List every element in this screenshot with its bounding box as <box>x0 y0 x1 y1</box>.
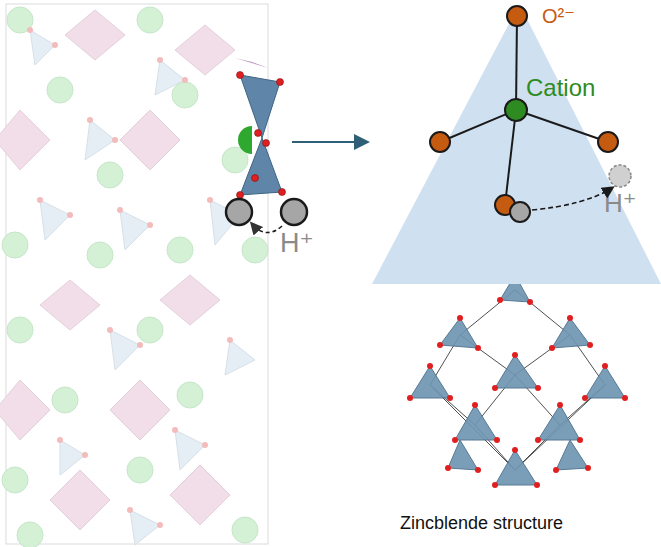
atom-label: Cation <box>526 76 595 100</box>
atom-label: O²⁻ <box>542 6 575 26</box>
transition-arrow <box>292 141 366 143</box>
triangle-outline <box>372 4 661 284</box>
highlighted-tetrahedra <box>226 58 307 233</box>
zincblende-illustration <box>407 272 628 488</box>
cation-site-triangle: O²⁻ CationH⁺ <box>372 4 661 284</box>
structure-caption: Zincblende structure <box>400 514 563 532</box>
ion-label: H⁺ <box>280 230 314 257</box>
ion-label: H⁺ <box>604 190 637 216</box>
faded-crystal <box>0 4 268 547</box>
